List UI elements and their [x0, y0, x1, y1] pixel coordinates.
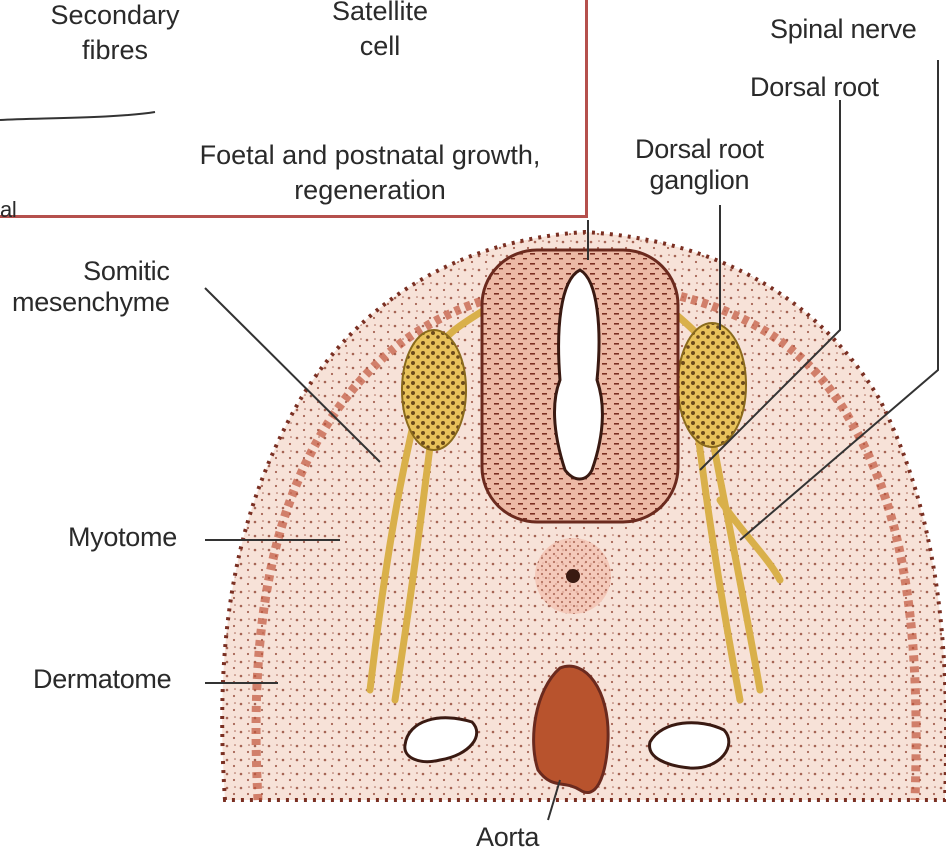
satellite-cell-label: Satellite cell: [300, 0, 460, 64]
spinal-nerve-label: Spinal nerve: [770, 14, 917, 45]
neural-tube: [482, 250, 678, 522]
stray-text-fragment: al: [0, 198, 17, 222]
aorta-vessel: [534, 666, 608, 792]
growth-caption: Foetal and postnatal growth, regeneratio…: [160, 138, 580, 208]
dorsal-root-label: Dorsal root: [750, 72, 879, 103]
right-cardinal-vein: [650, 723, 729, 768]
notochord: [535, 538, 611, 614]
somitic-mesenchyme-label: Somitic mesenchyme: [12, 256, 170, 318]
dorsal-root-ganglion-label: Dorsal root ganglion: [635, 134, 764, 196]
secondary-fibres-label: Secondary fibres: [25, 0, 205, 68]
dermatome-label: Dermatome: [33, 664, 171, 695]
right-dorsal-root-ganglion: [678, 323, 746, 447]
aorta-label: Aorta: [476, 822, 539, 853]
left-dorsal-root-ganglion: [402, 330, 466, 450]
myotome-label: Myotome: [68, 522, 177, 553]
neural-canal: [555, 270, 603, 479]
